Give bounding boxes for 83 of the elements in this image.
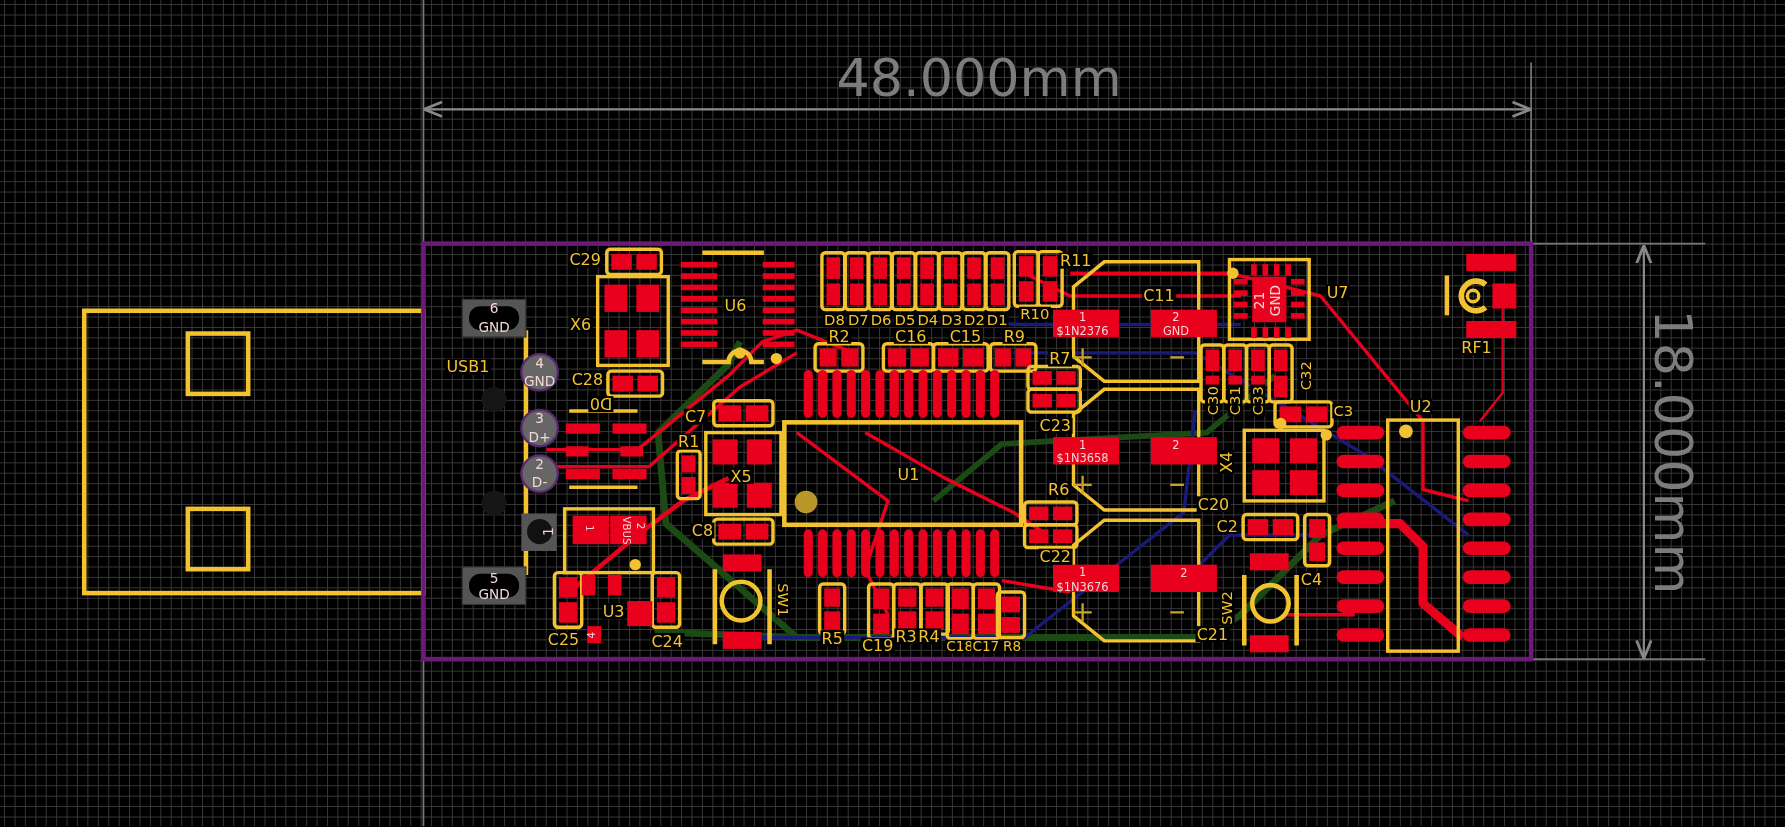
component-label: C17 (971, 639, 1001, 654)
component-label: R5 (820, 630, 844, 647)
pad-label: D+ (528, 430, 551, 444)
component-label: D2 (962, 312, 986, 328)
component-label: X4 (1218, 450, 1234, 474)
component-label: U3 (601, 603, 626, 620)
component-label: U2 (1408, 398, 1433, 415)
component-label: D6 (869, 312, 893, 328)
component-label: C4 (1299, 571, 1324, 588)
pad-label: 2 (1172, 439, 1180, 451)
component-label: R8 (1001, 639, 1023, 654)
component-label: R6 (1046, 481, 1071, 498)
component-label: C32 (1298, 359, 1314, 392)
component-label: C28 (570, 371, 605, 388)
dimension-label: 48.000mm (836, 51, 1122, 104)
component-label: C33 (1250, 385, 1266, 417)
component-label: D7 (846, 312, 870, 328)
component-label: D3 (940, 312, 964, 328)
component-label: U1 (896, 466, 921, 483)
component-label: X5 (729, 467, 753, 484)
component-label: SW2 (1219, 590, 1235, 626)
pad-label: 2 (535, 457, 544, 472)
pad-label: $1N2376 (1056, 325, 1109, 337)
component-label: USB1 (445, 358, 491, 375)
pad-label: GND (478, 321, 510, 335)
component-label: R1 (677, 433, 701, 450)
component-label: R4 (917, 628, 941, 645)
pad-label: 4 (586, 631, 598, 639)
pad-label: D- (531, 475, 548, 490)
component-label: C16 (893, 327, 928, 344)
pad-label: 2 (1172, 311, 1180, 324)
component-label: RF1 (1460, 339, 1493, 356)
dimension-label: 18.000mm (1647, 309, 1700, 595)
component-label: R9 (1002, 327, 1027, 344)
component-label: D5 (893, 312, 917, 328)
pad-label: $1N3676 (1056, 581, 1109, 594)
component-label: C22 (1038, 548, 1073, 565)
pad-label: 2 (1180, 568, 1188, 580)
pad-label: 1 (541, 527, 556, 536)
pad-label: GND (478, 587, 510, 602)
component-label: R3 (894, 628, 918, 645)
pad-label: 4 (535, 356, 544, 370)
component-label: D8 (822, 312, 846, 328)
pad-label: 1 (1079, 566, 1087, 579)
component-label: C15 (948, 327, 983, 344)
component-label: C8 (690, 522, 715, 539)
pad-label: GND (1268, 284, 1282, 317)
component-label: R10 (1019, 306, 1051, 322)
pad-label: VBUS (621, 516, 632, 545)
component-label: D4 (916, 312, 940, 328)
component-label: C19 (860, 637, 895, 654)
component-label: D0 (588, 396, 614, 413)
component-label: R11 (1058, 252, 1093, 269)
pad-label: 1 (1079, 439, 1087, 451)
component-label: C2 (1215, 517, 1239, 534)
component-label: C7 (683, 408, 708, 425)
pad-label: 6 (489, 301, 499, 316)
component-label: C20 (1196, 496, 1231, 513)
component-label: R7 (1048, 350, 1072, 367)
pad-label: 3 (535, 412, 544, 426)
component-label: C3 (1332, 403, 1355, 419)
component-label: C21 (1195, 626, 1230, 643)
component-label: C31 (1227, 385, 1243, 417)
pad-label: GND (1162, 325, 1189, 337)
component-label: C30 (1205, 385, 1220, 417)
pad-label: 2 (634, 522, 645, 530)
pad-label: 1 (583, 524, 594, 532)
component-label: U6 (723, 297, 748, 314)
component-label: R2 (827, 327, 851, 344)
component-label: C23 (1038, 417, 1073, 434)
pad-label: 1 (1079, 311, 1087, 324)
component-label: C29 (568, 251, 602, 268)
component-label: X6 (568, 316, 593, 333)
component-label: D1 (985, 312, 1009, 328)
pad-label: 5 (489, 571, 499, 586)
component-label: C11 (1142, 286, 1176, 303)
pad-label: 21 (1252, 291, 1266, 310)
component-label: C24 (650, 632, 684, 649)
component-label: SW1 (775, 582, 791, 618)
pad-label: $1N3658 (1056, 453, 1109, 465)
component-label: C25 (546, 631, 581, 648)
pad-label: GND (523, 374, 556, 389)
component-label: U7 (1325, 284, 1350, 301)
